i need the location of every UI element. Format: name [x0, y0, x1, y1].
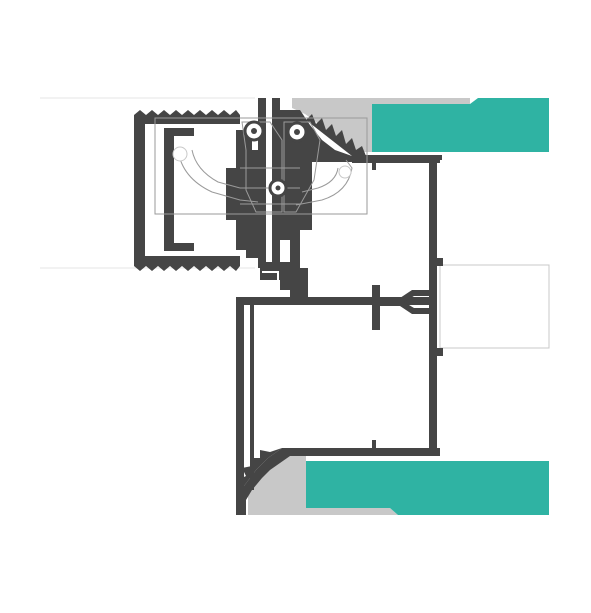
frame-bottom-rail [236, 448, 440, 515]
hinge-knob-left [172, 146, 188, 162]
junction-cutout [262, 271, 279, 292]
lower-gasket [248, 450, 398, 515]
pivot-top-right-core [294, 129, 300, 135]
adjacent-panel-outline [439, 264, 550, 349]
frame-notch-top [372, 158, 376, 170]
sash-inner-upright [164, 128, 174, 251]
hinge-pivots [172, 120, 352, 198]
hinge-link-plate-right [283, 121, 321, 213]
frame-bottom-teeth [238, 448, 282, 486]
hinge-arm-right [295, 159, 353, 206]
upper-glazing-panel [372, 98, 549, 152]
sash-outer-wall [134, 115, 240, 266]
reference-lines [40, 97, 255, 269]
frame-inner-upright [250, 305, 254, 490]
frame-middle-transom [236, 297, 432, 305]
sash-teeth-bottom [134, 266, 240, 271]
hinge-wing-teeth [306, 114, 366, 156]
hinge-link-plate [241, 121, 283, 213]
pivot-bottom-core [275, 185, 281, 191]
hinge-knob-right [338, 165, 352, 179]
outer-frame-profile [236, 155, 443, 515]
center-post-left [258, 98, 266, 268]
hinge-hardware [154, 117, 368, 215]
lower-glazing-panel [306, 461, 549, 515]
hinge-wing-right [280, 110, 366, 262]
frame-right-upright [429, 158, 437, 456]
hinge-arm-left-inner [191, 149, 241, 189]
pivot-top-left-core [251, 128, 257, 134]
sash-inner-hook-top [164, 128, 194, 136]
frame-junction [260, 262, 308, 300]
frame-top-rail [352, 155, 440, 163]
frame-notch-bottom [372, 440, 376, 452]
frame-right-stub-bottom [437, 348, 443, 356]
hinge-body-block [226, 130, 262, 258]
frame-left-upright [236, 297, 244, 515]
hinge-arm-right-inner [301, 167, 339, 193]
frame-right-stub-top [437, 258, 443, 266]
frame-top-lip [430, 155, 442, 160]
sash-inner-hook-bottom [164, 243, 194, 251]
hinge-bounding-outline [154, 117, 368, 215]
sash-teeth-top [134, 110, 240, 115]
frame-y-connector [372, 285, 432, 330]
